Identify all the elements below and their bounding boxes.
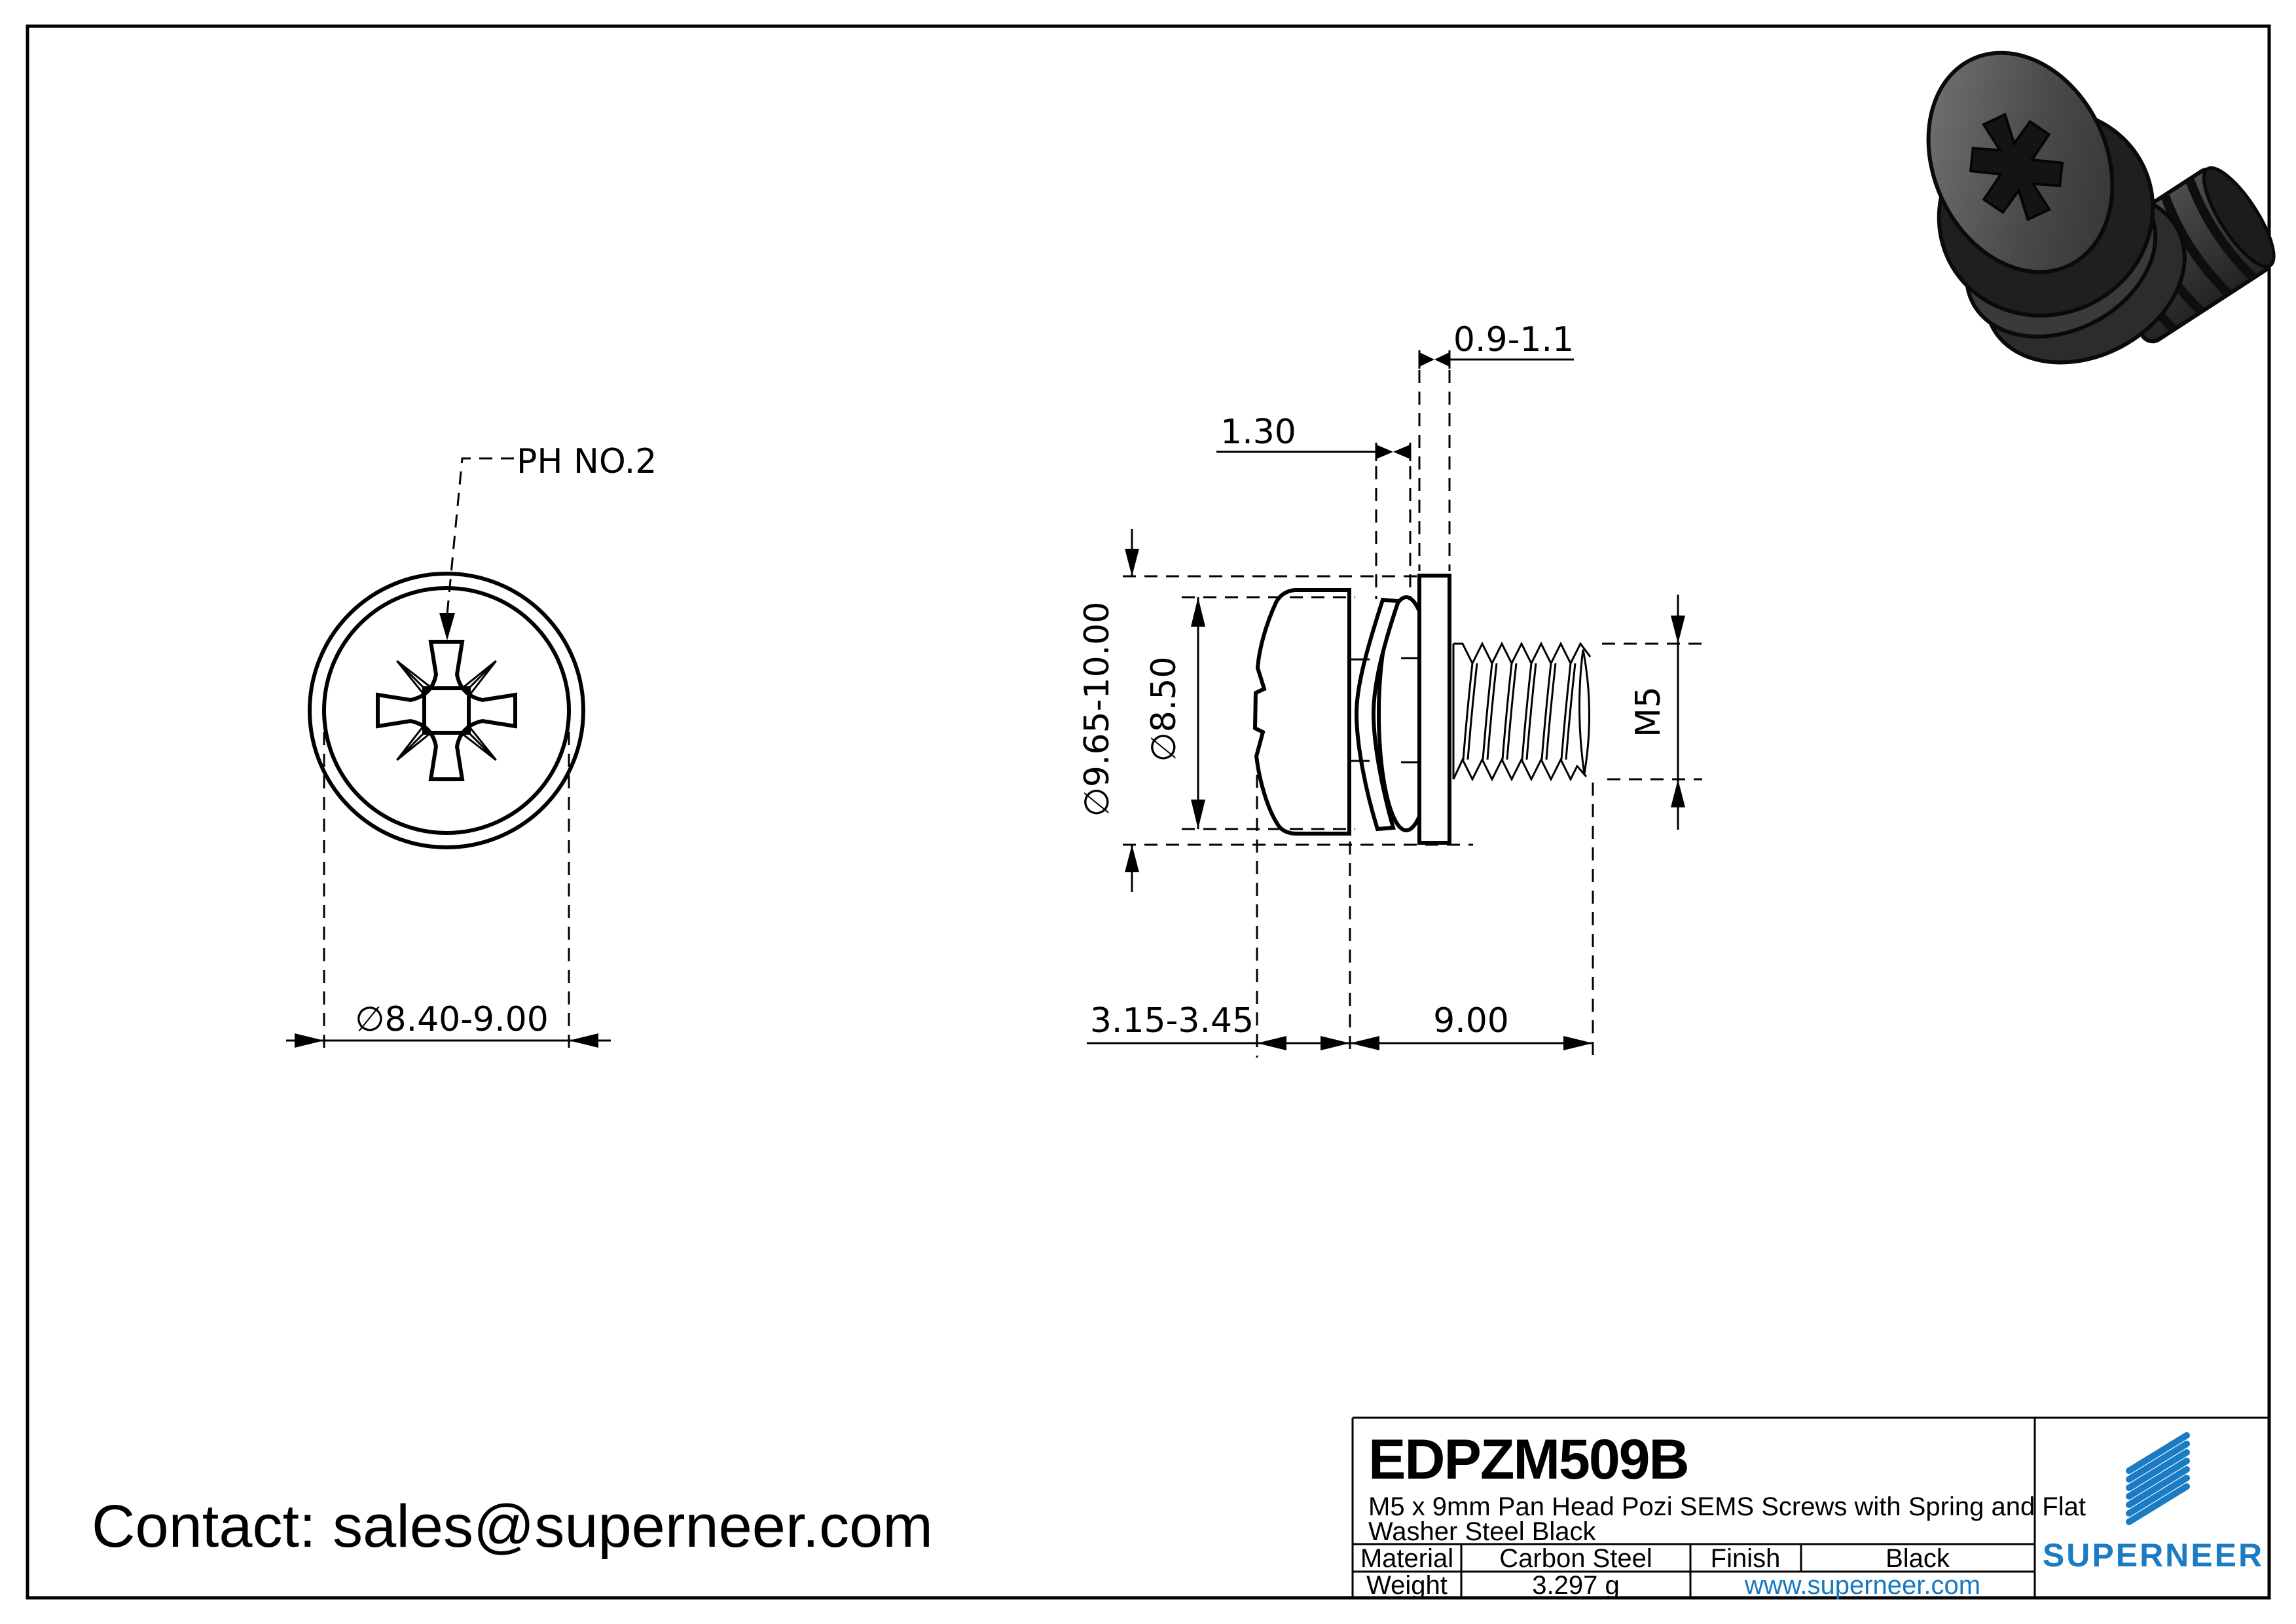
front-diameter-label: ∅8.40-9.00 (355, 1000, 549, 1039)
spring-thickness-dimension (1216, 443, 1412, 461)
render-pozi-recess (1969, 113, 2064, 221)
front-view: PH NO.2 ∅8.40-9.00 (286, 442, 657, 1054)
spring-thickness-label: 1.30 (1220, 413, 1296, 452)
head-outer-circle (308, 572, 585, 849)
washer-od-dimension (1125, 529, 1139, 892)
thread-length-label: 9.00 (1433, 1001, 1509, 1041)
flat-washer (1417, 574, 1451, 845)
material-label: Material (1360, 1544, 1453, 1573)
reference-lines (1123, 370, 1702, 1058)
bottom-dimensions (1087, 1036, 1593, 1050)
pozi-spikes (396, 660, 497, 761)
head-od-label: ∅8.50 (1144, 656, 1184, 762)
head-height-label: 3.15-3.45 (1090, 1001, 1254, 1041)
washer-thickness-dimension (1418, 350, 1574, 369)
pozi-center-square (422, 686, 471, 735)
side-view: 0.9-1.1 1.30 ∅9.65-10.00 ∅8.50 (1078, 320, 1702, 1058)
brand-name: SUPERNEER (2043, 1537, 2264, 1574)
description-line1: M5 x 9mm Pan Head Pozi SEMS Screws with … (1368, 1492, 2086, 1521)
front-diameter-dimension (286, 710, 611, 1054)
finish-label: Finish (1711, 1544, 1781, 1573)
3d-render (1926, 50, 2276, 365)
washer-od-label: ∅9.65-10.00 (1078, 602, 1117, 817)
spring-washer-front-loop (1354, 597, 1402, 832)
weight-label: Weight (1366, 1571, 1448, 1600)
spring-split-lines (1351, 657, 1419, 764)
finish-value: Black (1886, 1544, 1950, 1573)
pozi-cross (376, 640, 517, 781)
thread-size-label: M5 (1629, 686, 1668, 737)
drive-label: PH NO.2 (517, 442, 657, 481)
brand-logo: SUPERNEER (2043, 1432, 2264, 1574)
drive-leader (439, 457, 514, 640)
page-border (26, 24, 2271, 1600)
material-value: Carbon Steel (1499, 1544, 1652, 1573)
description-line2: Washer Steel Black (1368, 1517, 1597, 1546)
washer-thickness-label: 0.9-1.1 (1453, 320, 1574, 360)
website-link[interactable]: www.superneer.com (1744, 1571, 1980, 1600)
part-number: EDPZM509B (1368, 1428, 1688, 1491)
brand-logo-icon (2126, 1432, 2190, 1525)
thread-size-dimension (1671, 595, 1685, 830)
title-block: EDPZM509B M5 x 9mm Pan Head Pozi SEMS Sc… (1351, 1416, 2269, 1600)
weight-value: 3.297 g (1532, 1571, 1619, 1600)
pan-head-profile (1252, 588, 1351, 836)
contact-text: Contact: sales@superneer.com (92, 1493, 933, 1560)
head-od-dimension (1191, 597, 1205, 829)
thread-profile (1452, 641, 1592, 782)
